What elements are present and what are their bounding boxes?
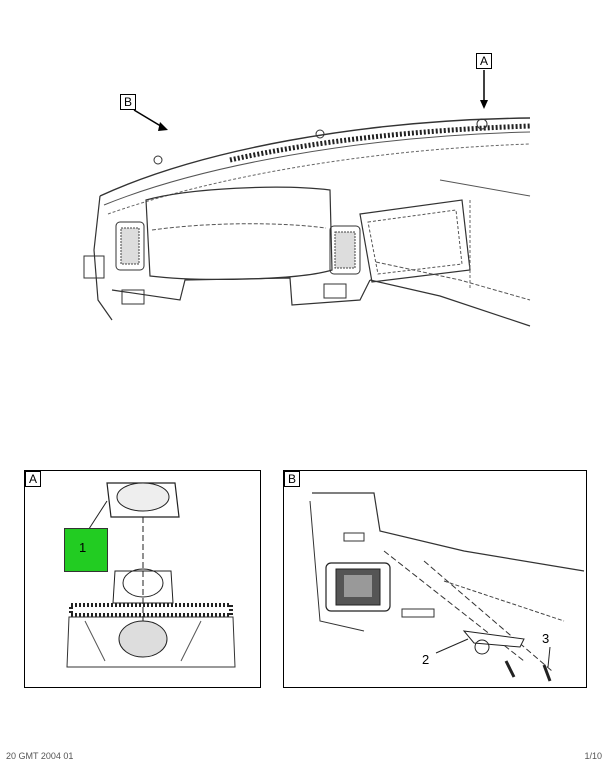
dashboard-illustration <box>83 70 531 327</box>
detail-a-title: A <box>25 471 41 487</box>
callout-2-label: 2 <box>422 652 430 667</box>
footer-right: 1/10 <box>584 751 602 761</box>
callout-1-highlight <box>64 528 108 572</box>
footer-left: 20 GMT 2004 01 <box>6 751 74 761</box>
detail-panel-b: B 2 3 <box>283 470 587 688</box>
callout-b-label: B <box>120 94 136 110</box>
callout-1-label: 1 <box>79 540 87 555</box>
callout-3-label: 3 <box>542 631 550 646</box>
detail-panel-a: A 1 <box>24 470 261 688</box>
main-view: A B <box>83 53 531 327</box>
detail-a-illustration <box>66 482 236 668</box>
detail-b-title: B <box>284 471 300 487</box>
detail-b-illustration <box>309 492 585 682</box>
callout-a-label: A <box>476 53 492 69</box>
